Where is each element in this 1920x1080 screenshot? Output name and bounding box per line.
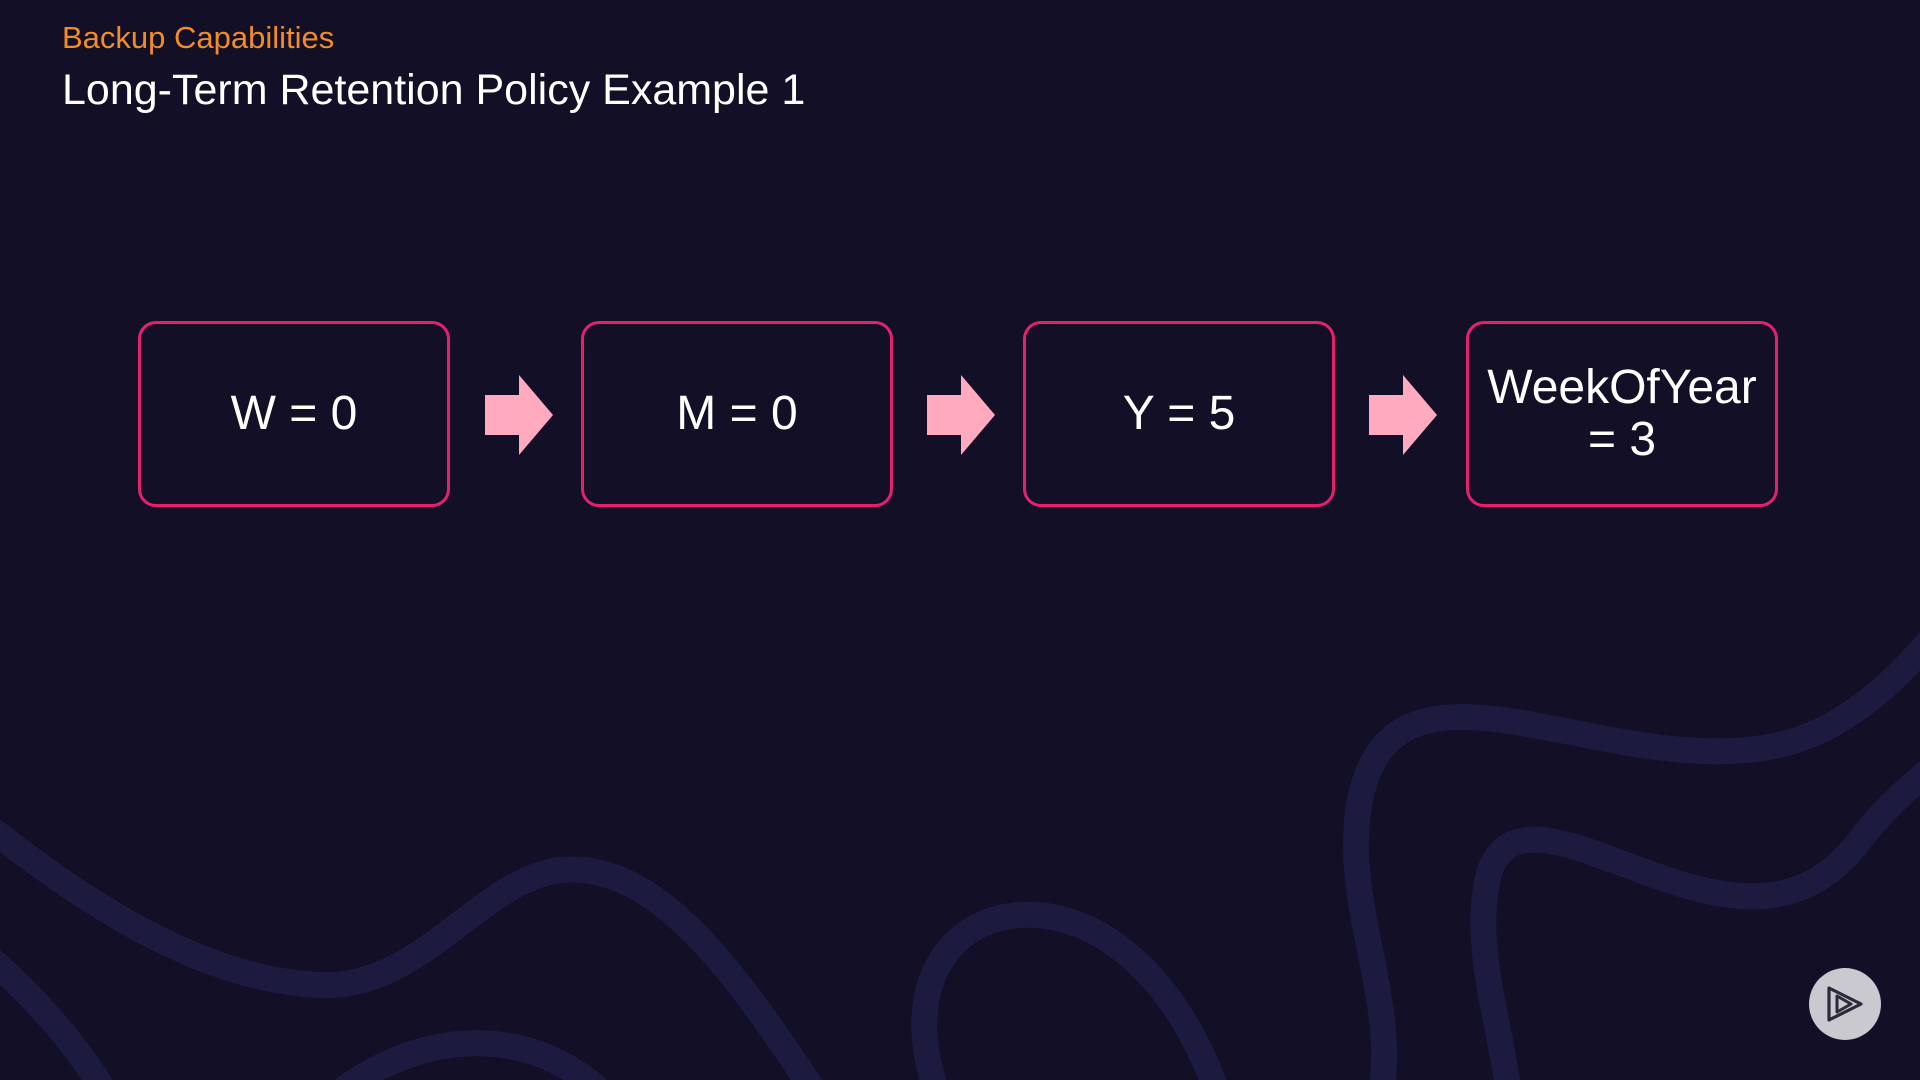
page-title: Long-Term Retention Policy Example 1 bbox=[62, 66, 806, 114]
section-eyebrow: Backup Capabilities bbox=[62, 20, 335, 55]
flow-step-1: W = 0 bbox=[138, 321, 450, 507]
arrow-right-icon bbox=[485, 375, 553, 455]
flow-step-4: WeekOfYear = 3 bbox=[1466, 321, 1778, 507]
arrow-right-icon bbox=[927, 375, 995, 455]
flow-step-3: Y = 5 bbox=[1023, 321, 1335, 507]
arrow-right-icon bbox=[1369, 375, 1437, 455]
flow-step-2: M = 0 bbox=[581, 321, 893, 507]
play-logo-icon bbox=[1809, 968, 1881, 1040]
